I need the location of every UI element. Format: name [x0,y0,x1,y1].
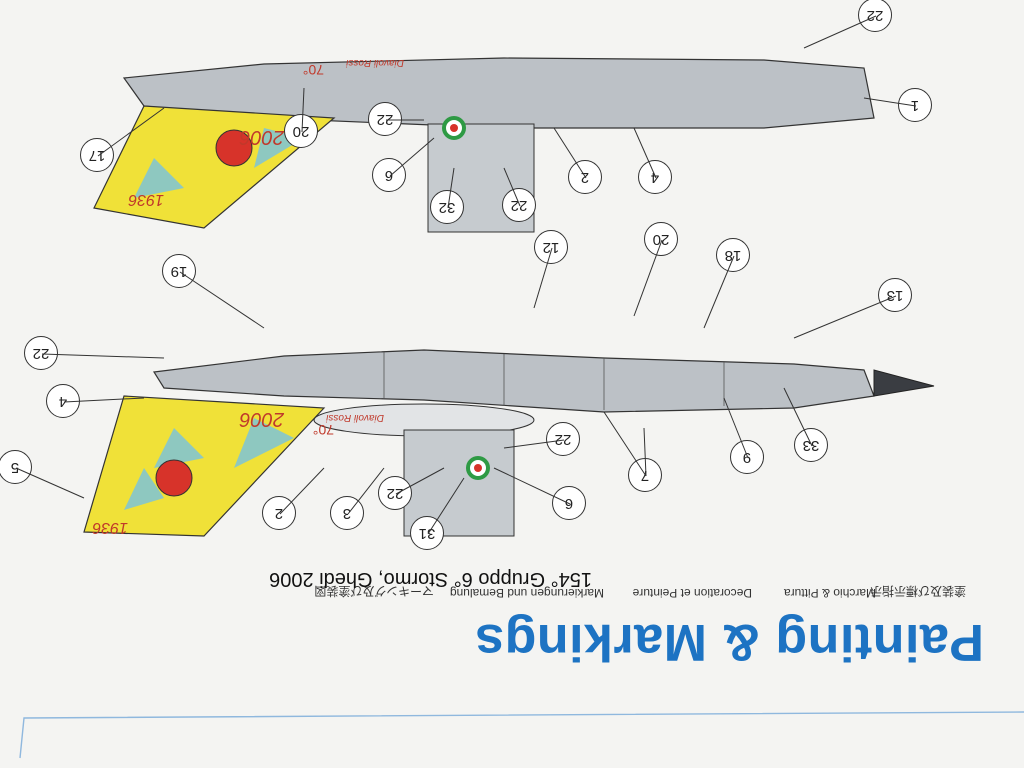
panel-lines-lower [383,352,725,410]
tail-emblem-lower [155,459,193,497]
fuselage-upper [122,57,875,129]
tail-camo-lower [124,418,294,510]
roundel-center-upper [450,124,458,132]
roundel-center-lower [474,464,482,472]
nose-cone-lower [873,369,935,397]
tail-emblem-upper [215,129,253,167]
tail-camo-upper [134,128,304,198]
